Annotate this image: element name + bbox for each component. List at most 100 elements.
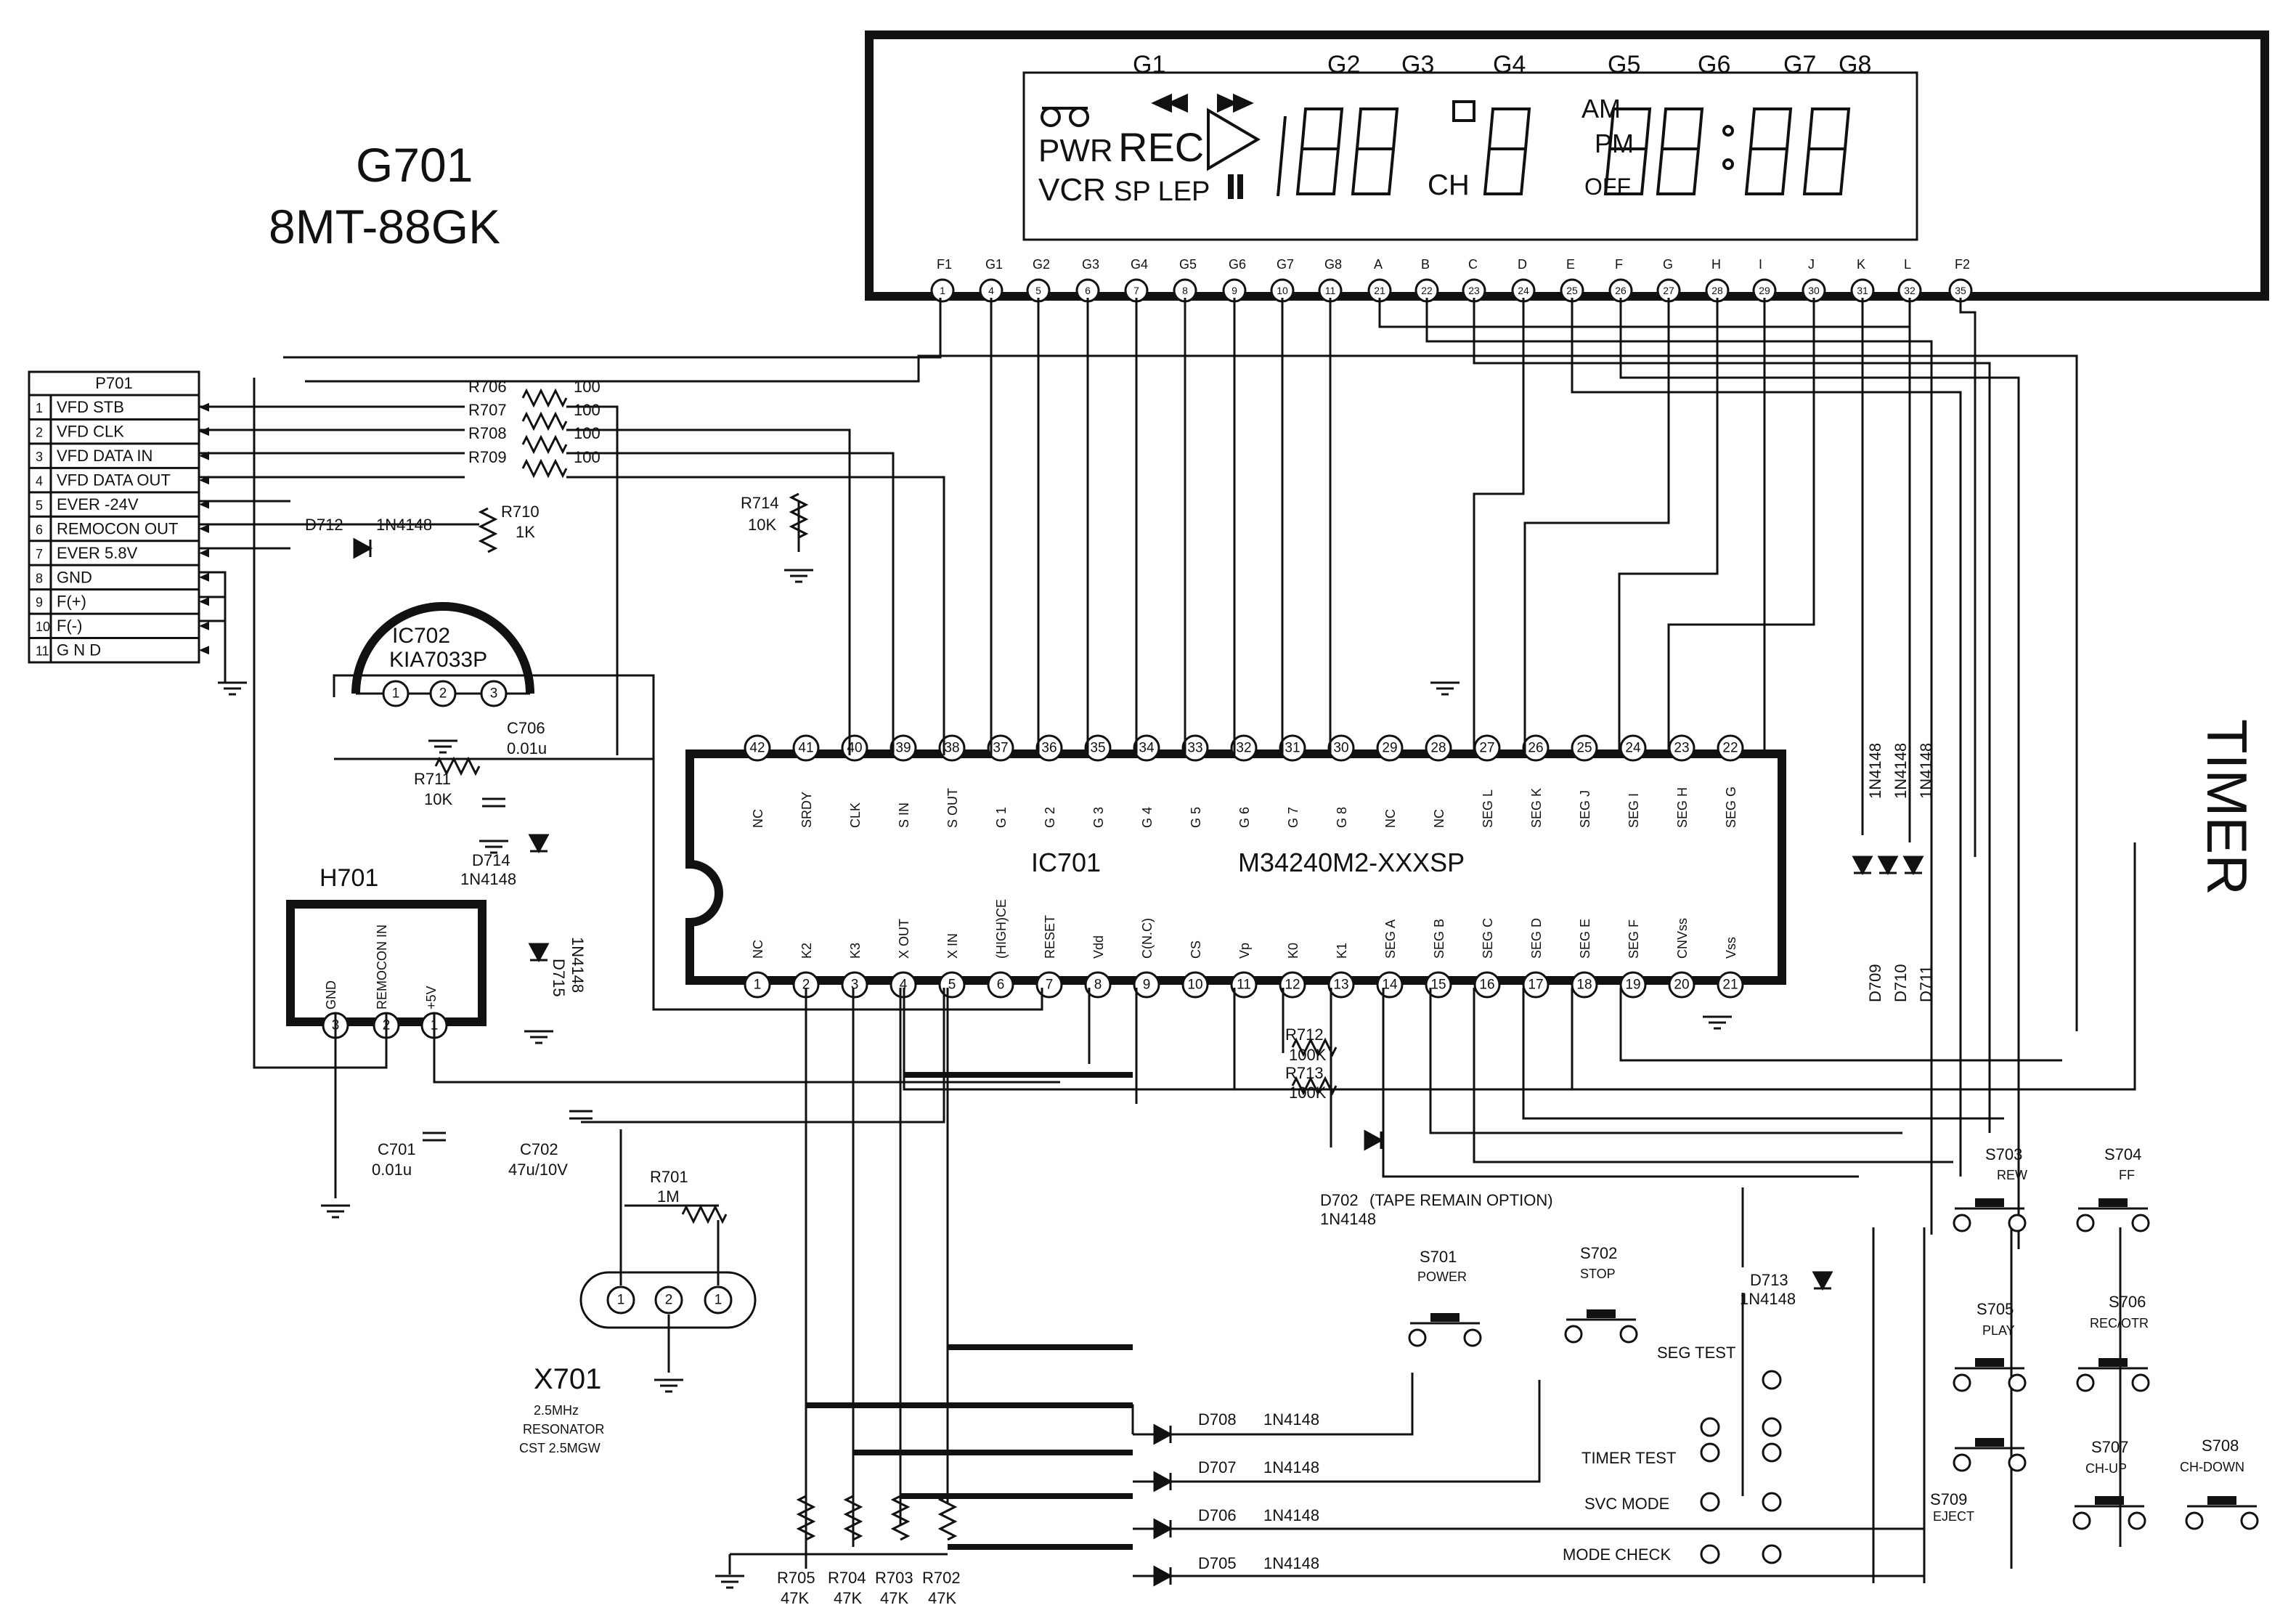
ic701-pin <box>744 971 771 999</box>
ic701-pin <box>1619 971 1647 999</box>
ic701-pin-name: G 2 <box>1043 807 1057 828</box>
resistor-ref: R712 <box>1285 1025 1324 1044</box>
ic701-pin-name: CS <box>1189 940 1203 959</box>
capacitor-ref: C702 <box>520 1140 558 1158</box>
diode-part: 1N4148 <box>1263 1554 1319 1572</box>
diode-part: 1N4148 <box>1917 743 1935 799</box>
p701-pin-number: 5 <box>36 498 43 513</box>
ic701-pin <box>1717 734 1744 762</box>
resistor-symbol <box>890 1495 911 1541</box>
switch-ref: S703 <box>1985 1145 2022 1163</box>
segment-art <box>1041 93 1851 199</box>
resistor-value: 47K <box>880 1589 908 1607</box>
ic701-pin-name: S IN <box>897 803 911 828</box>
ic702-regulator: IC702 KIA7033P 1 2 3 <box>351 602 534 707</box>
diode-ref: D713 <box>1750 1271 1788 1289</box>
ic701-pin <box>1084 971 1112 999</box>
ic701-pin-name: G 8 <box>1335 807 1349 828</box>
ic701-pin <box>744 734 771 762</box>
ic701-pin <box>1084 734 1112 762</box>
switch-labels: S701POWERS702STOPS703REWS704FFS705PLAYS7… <box>1408 1145 2259 1530</box>
switch-contact <box>1953 1373 1971 1392</box>
resistor-symbol <box>521 388 568 408</box>
vfd-pin-label: G8 <box>1324 257 1342 272</box>
diode-ref: D709 <box>1866 964 1884 1002</box>
ic701-pin <box>1181 971 1209 999</box>
resistor-ref: R705 <box>777 1569 815 1587</box>
wiring <box>199 298 2136 1583</box>
ic701-pin <box>1522 971 1550 999</box>
resistor-symbol <box>843 1495 863 1541</box>
ic701-pin-number: 7 <box>1046 978 1054 993</box>
ic701-pin-name: K1 <box>1335 943 1349 959</box>
vfd-pin-number: 8 <box>1182 285 1188 296</box>
vfd-pin-number: 1 <box>940 285 945 296</box>
ic701-pin <box>1717 971 1744 999</box>
test-pad <box>1762 1370 1782 1390</box>
ic701-pin-name: CLK <box>848 803 863 828</box>
switch-contact <box>2240 1511 2259 1530</box>
p701-pin-name: EVER 5.8V <box>57 544 138 562</box>
vfd-pin-number: 27 <box>1663 285 1674 296</box>
resistor-ref: R708 <box>468 424 507 442</box>
ic701-pin <box>1668 971 1695 999</box>
vfd-pin-label: G7 <box>1277 257 1294 272</box>
ic701-pin-number: 32 <box>1236 741 1251 756</box>
bold-bus <box>806 1072 1133 1550</box>
switch-name: CH-UP <box>2085 1461 2127 1476</box>
x701-pin1a: 1 <box>617 1293 625 1308</box>
ic701-pin-name: NC <box>1432 809 1446 828</box>
switch-actuator <box>1975 1438 2004 1447</box>
ic701-part: M34240M2-XXXSP <box>1238 848 1465 877</box>
digit-glyph <box>1351 107 1399 195</box>
test-point-label: SVC MODE <box>1584 1495 1669 1513</box>
test-pad <box>1762 1492 1782 1512</box>
h701-remocon: REMOCON IN <box>375 925 389 1009</box>
resistor-value: 1K <box>516 523 535 541</box>
vfd-pin-label: F <box>1615 257 1623 272</box>
ic701-pin-number: 6 <box>997 978 1005 993</box>
ic701-pin-name: K3 <box>848 943 863 959</box>
ic701-pin-number: 8 <box>1094 978 1102 993</box>
switch-ref: S704 <box>2104 1145 2141 1163</box>
vfd-pin-number: 26 <box>1615 285 1627 296</box>
digit-glyph <box>1603 107 1652 195</box>
ic701-pin <box>890 734 917 762</box>
ic701-pin <box>1571 971 1598 999</box>
ic701-pin <box>987 734 1014 762</box>
switch-contact <box>2076 1214 2095 1232</box>
resistor-symbol <box>521 411 568 431</box>
ic701-pin-number: 21 <box>1722 978 1738 993</box>
diode-part: 1N4148 <box>1866 743 1884 799</box>
ic701-pin <box>1181 734 1209 762</box>
ic701-pin-number: 41 <box>798 741 813 756</box>
splep-seg: SP LEP <box>1114 176 1210 207</box>
ic701-pin-number: 16 <box>1479 978 1494 993</box>
capacitor-value: 0.01u <box>372 1161 412 1179</box>
ic701-pin-name: G 5 <box>1189 807 1203 828</box>
ic701-pin-number: 34 <box>1139 741 1155 756</box>
ic701-pin-number: 39 <box>895 741 911 756</box>
resistor-symbol <box>521 434 568 455</box>
p701-title: P701 <box>95 374 132 392</box>
x701-part: CST 2.5MGW <box>519 1441 601 1455</box>
x701-type: RESONATOR <box>523 1422 604 1437</box>
digit-glyph <box>1656 107 1704 195</box>
switch-ref: S705 <box>1977 1300 2014 1318</box>
ic701-pin-name: G 7 <box>1286 807 1300 828</box>
vfd-pin-number: 22 <box>1421 285 1433 296</box>
switch-actuator <box>2098 1358 2128 1367</box>
display-ref: G701 <box>356 138 473 192</box>
x701-ref: X701 <box>534 1363 601 1395</box>
ground-icon <box>1703 1015 1732 1030</box>
ic701-pin-name: SEG A <box>1383 919 1398 959</box>
diode-part: 1N4148 <box>1740 1290 1796 1308</box>
p701-arrow <box>199 646 209 655</box>
resistor-symbol <box>478 507 498 553</box>
diode-part: 1N4148 <box>1320 1210 1376 1228</box>
x701-pin1b: 1 <box>715 1293 722 1308</box>
p701-pin-number: 9 <box>36 596 43 610</box>
ic701-pin-number: 15 <box>1430 978 1446 993</box>
vfd-pin-label: F2 <box>1955 257 1970 272</box>
